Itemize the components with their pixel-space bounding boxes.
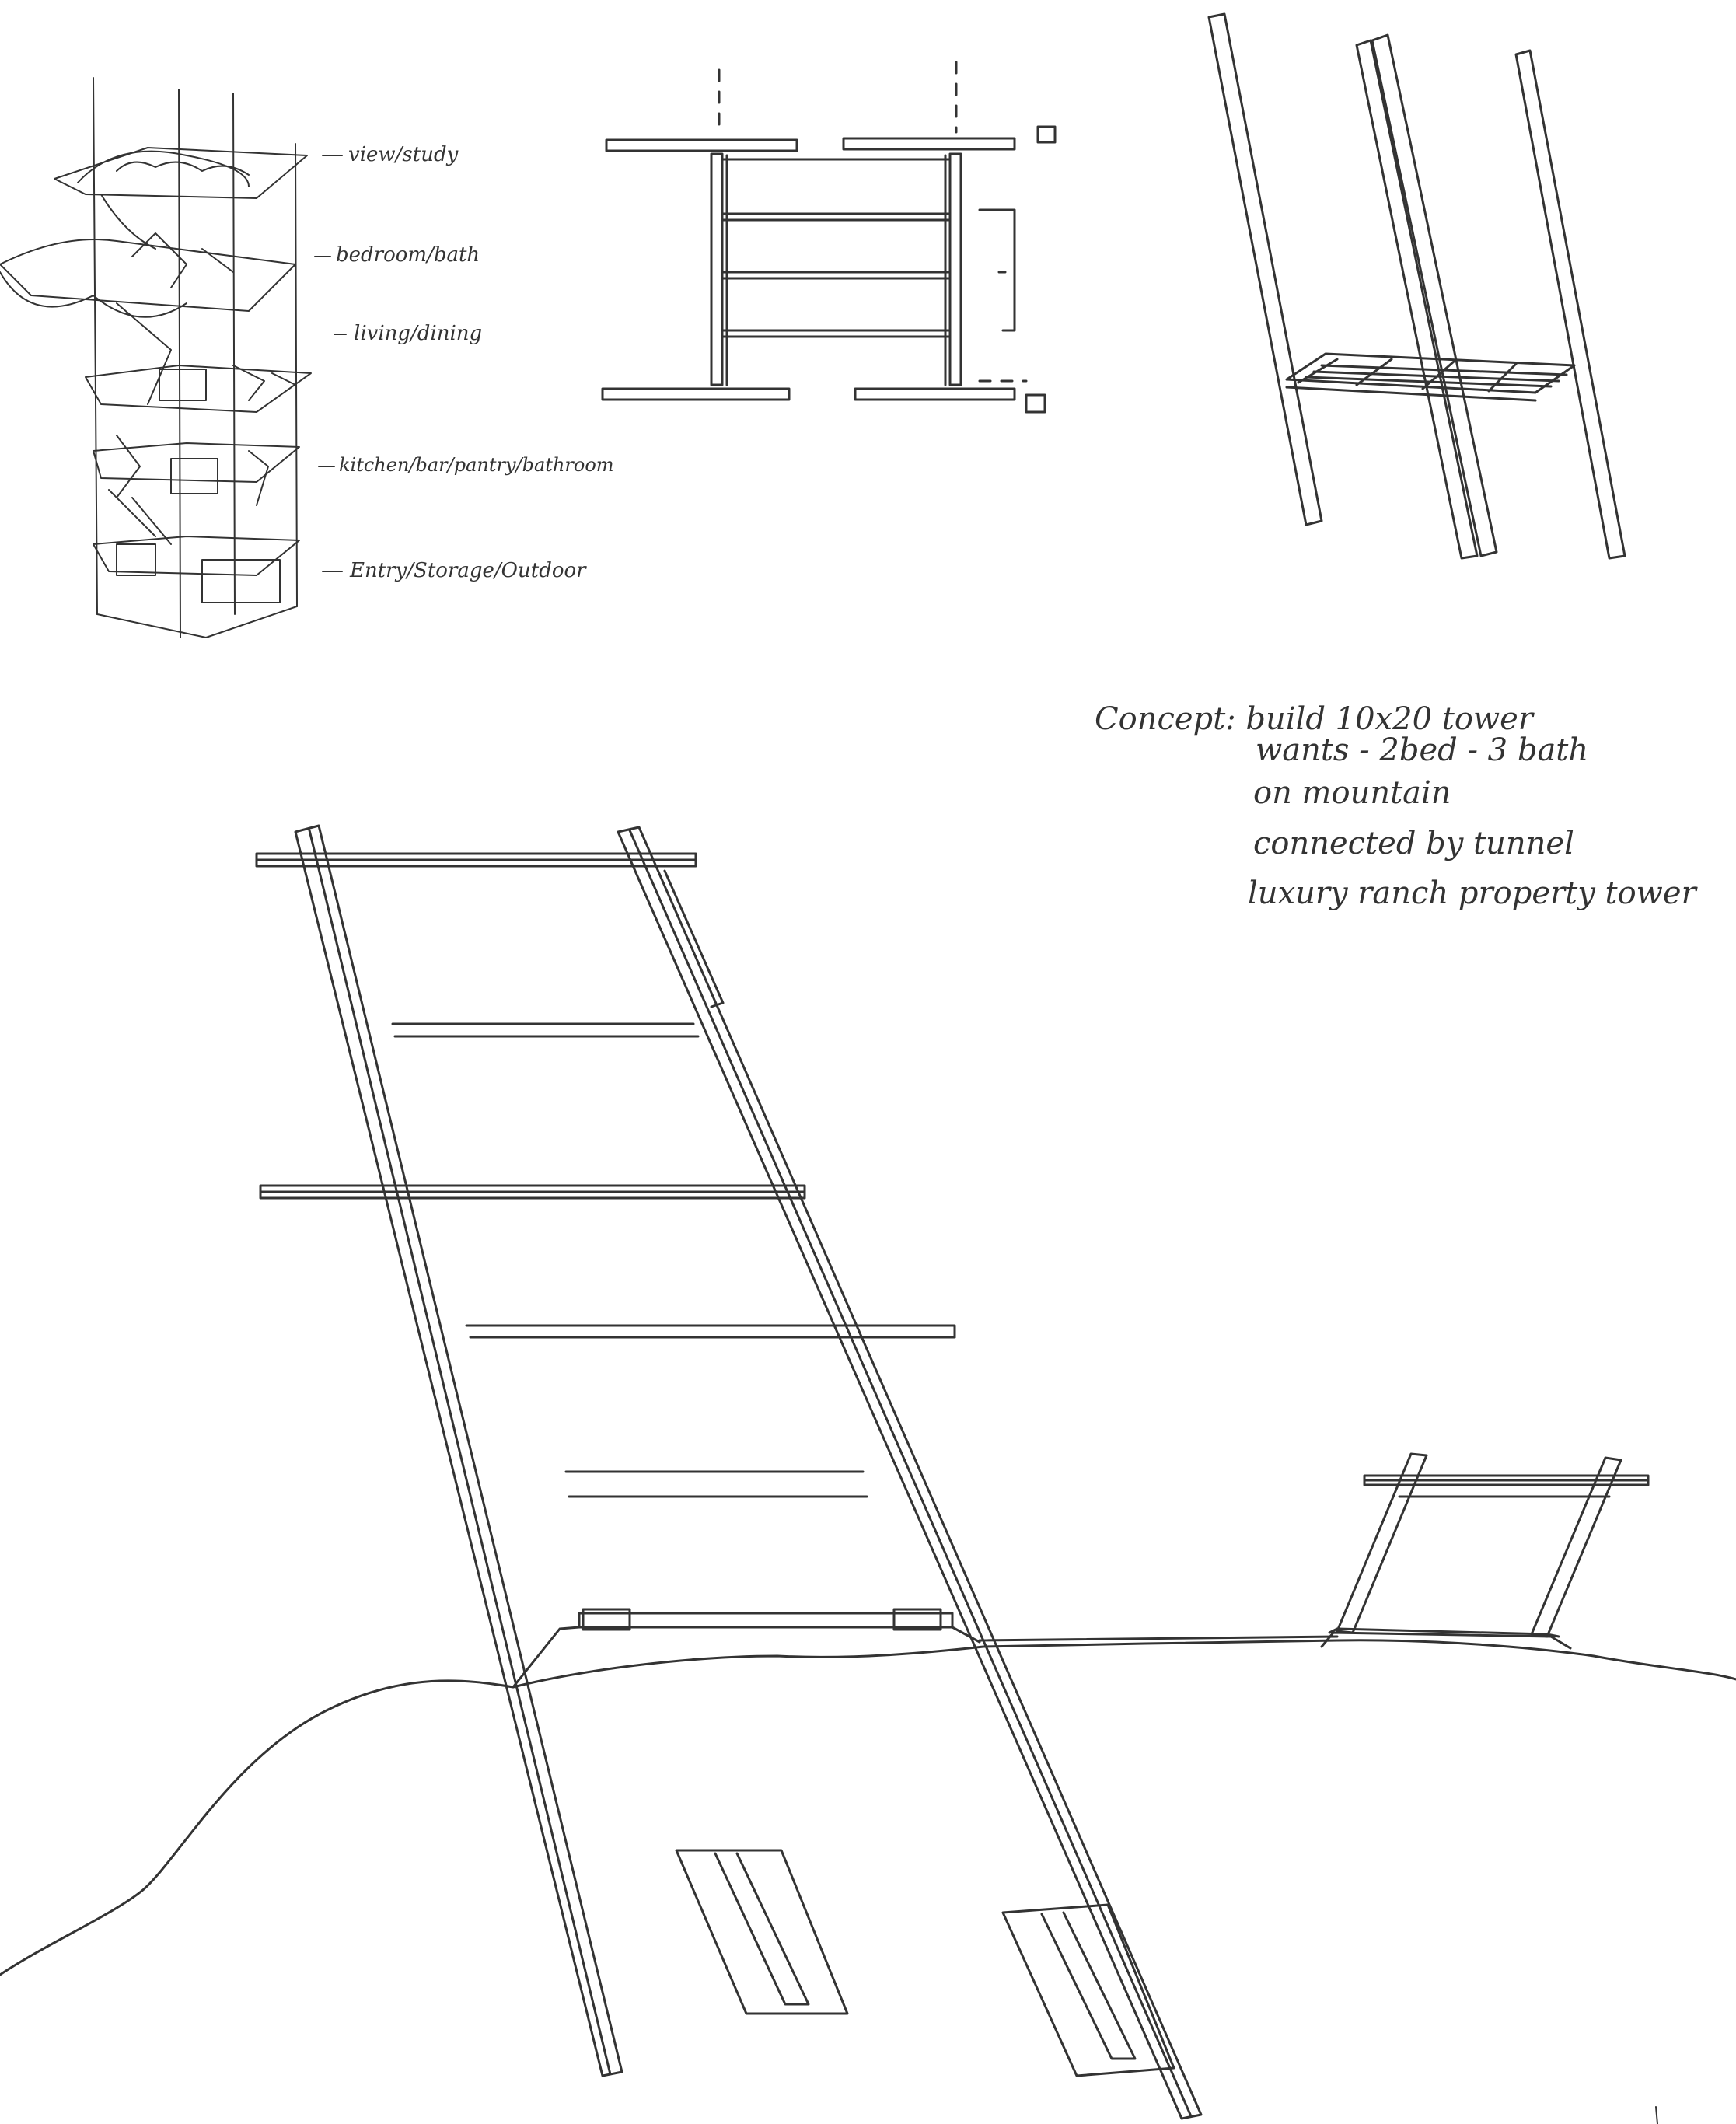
stack-label-entry: Entry/Storage/Outdoor (349, 559, 587, 582)
concept-note: Concept: build 10x20 tower wants - 2bed … (1095, 701, 1699, 911)
elevation-frame-sketch (601, 61, 1057, 414)
concept-line-2: wants - 2bed - 3 bath (1256, 732, 1588, 768)
concept-line-5: luxury ranch property tower (1248, 875, 1699, 911)
stack-label-living-dining: living/dining (354, 322, 482, 345)
concept-line-3: on mountain (1253, 775, 1451, 811)
terrain-line (0, 1639, 1736, 1976)
concept-line-4: connected by tunnel (1253, 826, 1574, 861)
secondary-tower-drawing (1320, 1452, 1650, 1650)
stack-labels: view/study bedroom/bath living/dining ki… (336, 143, 614, 582)
stack-label-kitchen: kitchen/bar/pantry/bathroom (339, 454, 614, 476)
perspective-frame-sketch (1207, 12, 1626, 560)
main-tower-drawing (0, 824, 1736, 2120)
concept-line-1: Concept: build 10x20 tower (1095, 701, 1535, 737)
stack-label-bedroom-bath: bedroom/bath (336, 243, 480, 267)
stacked-program-sketch (0, 77, 347, 638)
stack-label-view-study: view/study (348, 143, 459, 166)
